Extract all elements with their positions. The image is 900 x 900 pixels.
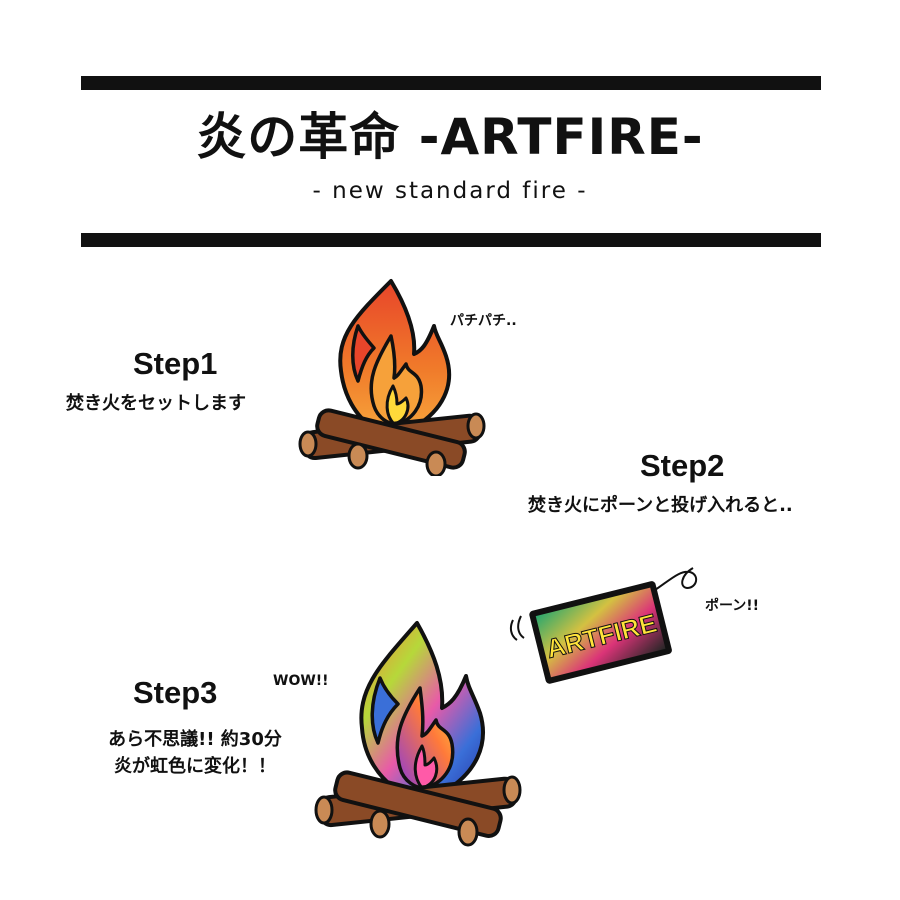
wow-sound-effect: WOW!! [273, 673, 329, 689]
step2-description: 焚き火にポーンと投げ入れると.. [528, 495, 793, 516]
page-subtitle: - new standard fire - [312, 178, 588, 204]
step3-description-line2: 炎が虹色に変化！！ [114, 756, 276, 777]
header-top-bar [81, 76, 821, 90]
step3-description-line1: あら不思議!! 約30分 [108, 729, 282, 750]
step3-description: あら不思議!! 約30分 炎が虹色に変化！！ [75, 726, 315, 780]
step2-title: Step2 [640, 448, 725, 483]
campfire-icon [298, 279, 486, 476]
header-bottom-bar [81, 233, 821, 247]
crackle-sound-effect: パチパチ.. [450, 313, 517, 329]
step1-title: Step1 [133, 346, 218, 381]
step3-title: Step3 [133, 675, 218, 710]
rainbow-campfire-icon [314, 621, 522, 847]
motion-lines-icon [509, 567, 698, 641]
toss-sound-effect: ポーン!! [705, 598, 760, 614]
page-title: 炎の革命 -ARTFIRE- [196, 108, 704, 166]
artfire-pouch-icon: ARTFIRE [509, 567, 698, 684]
step1-description: 焚き火をセットします [66, 393, 246, 414]
